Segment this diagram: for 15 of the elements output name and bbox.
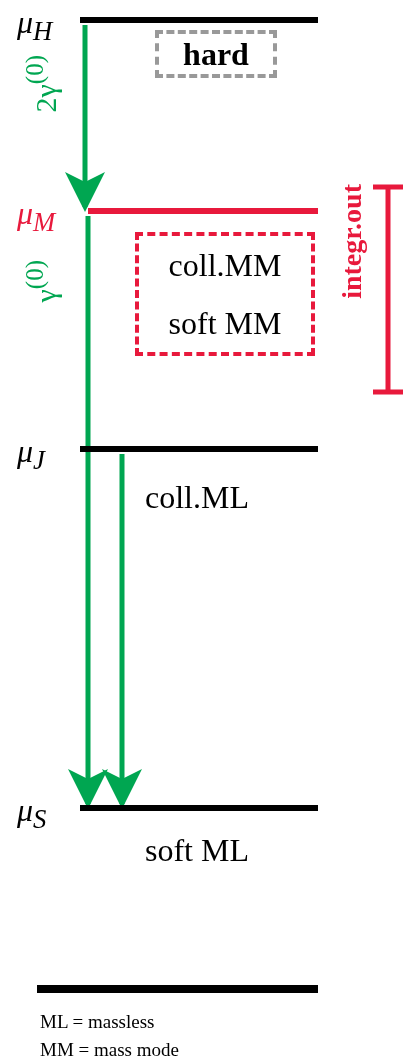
scale-box	[155, 30, 277, 78]
mode-label: soft MM	[168, 307, 282, 339]
mode-label: hard	[183, 38, 249, 70]
mode-label: coll.ML	[145, 481, 249, 513]
scale-label: μ$_{M}$	[17, 197, 56, 237]
scale-label: μ$_{S}$	[17, 794, 47, 834]
scale-label: μ$_{H}$	[17, 6, 53, 46]
legend-note: MM = mass mode	[40, 1040, 179, 1059]
mode-label: coll.MM	[168, 249, 282, 281]
scale-box	[135, 232, 315, 356]
bracket-label: integr.out	[338, 184, 366, 299]
legend-note: ML = massless	[40, 1012, 155, 1031]
arrow	[65, 25, 105, 212]
scale-label: μ$_{J}$	[17, 435, 45, 475]
mode-label: soft ML	[145, 834, 249, 866]
